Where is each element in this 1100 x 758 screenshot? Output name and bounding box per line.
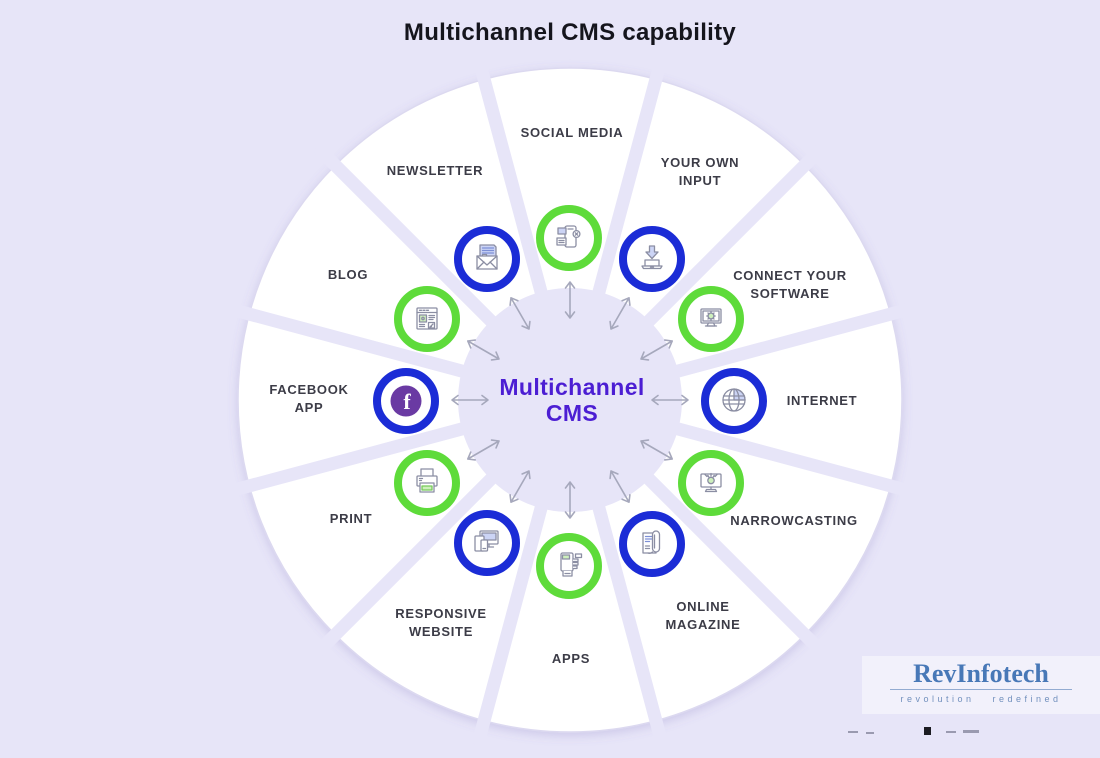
responsive-website-badge: [454, 510, 520, 576]
revinfotech-logo: RevInfotech revolution redefined: [862, 656, 1100, 714]
blog-badge: [394, 286, 460, 352]
bidirectional-arrows: [451, 281, 689, 519]
envelope-newsletter-icon: [476, 244, 498, 270]
internet-badge: [701, 368, 767, 434]
apps-badge: [536, 533, 602, 599]
logo-tagline: revolution redefined: [900, 694, 1062, 704]
printer-icon: [416, 468, 438, 493]
channel-label-responsive-website: RESPONSIVE WEBSITE: [395, 605, 487, 639]
wheel-hub-hole: [458, 288, 682, 512]
hub-label: Multichannel CMS: [499, 374, 645, 426]
channel-label-newsletter: NEWSLETTER: [386, 162, 484, 178]
channel-label-blog: BLOG: [327, 266, 369, 282]
multi-device-icon: [474, 530, 499, 552]
webpage-icon: [416, 307, 438, 330]
channel-label-print: PRINT: [329, 510, 373, 526]
channel-label-apps: APPS: [551, 650, 591, 666]
hand-phone-icon: [560, 552, 583, 577]
channel-label-online-magazine: ONLINE MAGAZINE: [665, 598, 741, 632]
channel-label-narrowcasting: NARROWCASTING: [730, 512, 858, 528]
wheel-spokes: [223, 53, 917, 747]
channel-label-your-own-input: YOUR OWN INPUT: [660, 154, 740, 188]
laptop-download-icon: [641, 245, 663, 270]
smartphone-social-icon: [556, 225, 581, 248]
globe-icon: [722, 388, 746, 412]
channel-label-social-media: SOCIAL MEDIA: [520, 124, 624, 140]
channel-label-connect-software: CONNECT YOUR SOFTWARE: [733, 267, 847, 301]
newsletter-badge: [454, 226, 520, 292]
facebook-app-badge: f: [373, 368, 439, 434]
monitor-broadcast-icon: [700, 472, 722, 493]
logo-wordmark: RevInfotech: [913, 659, 1049, 688]
page-title: Multichannel CMS capability: [403, 19, 737, 46]
monitor-gear-icon: [700, 308, 722, 327]
social-media-badge: [536, 205, 602, 271]
logo-divider: [890, 689, 1072, 690]
channel-label-facebook-app: FACEBOOK APP: [269, 381, 349, 415]
your-own-input-badge: [619, 226, 685, 292]
svg-text:f: f: [403, 389, 411, 414]
connect-software-badge: [678, 286, 744, 352]
channel-label-internet: INTERNET: [786, 392, 858, 408]
facebook-icon: f: [390, 385, 422, 417]
online-magazine-badge: [619, 511, 685, 577]
print-badge: [394, 450, 460, 516]
narrowcasting-badge: [678, 450, 744, 516]
magazine-icon: [642, 530, 661, 554]
